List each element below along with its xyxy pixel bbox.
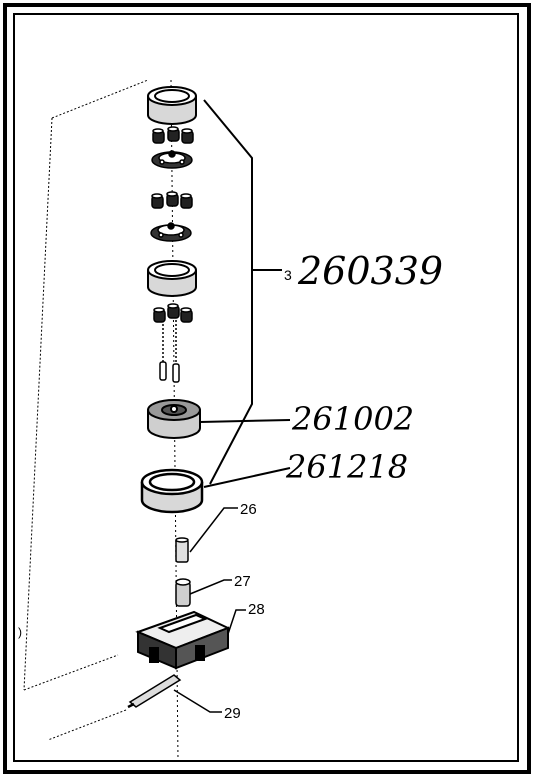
assembly-number-label: 260339 xyxy=(297,249,443,293)
part-26-label: 26 xyxy=(240,501,257,518)
edge-mark: ) xyxy=(18,625,22,639)
outer-border xyxy=(3,3,531,774)
block-28 xyxy=(135,610,231,670)
cage-upper xyxy=(151,150,193,169)
roller-set-upper xyxy=(152,126,194,144)
inner-border xyxy=(13,13,519,762)
part-27-label: 27 xyxy=(234,573,251,590)
hub-261002 xyxy=(147,399,201,439)
part-28-label: 28 xyxy=(248,601,265,618)
pins xyxy=(159,320,180,383)
cage-middle xyxy=(150,222,192,242)
roller-set-middle xyxy=(151,191,193,209)
bushing-27 xyxy=(175,578,191,607)
housing-outline xyxy=(23,79,149,741)
middle-ring xyxy=(147,260,197,297)
pin-26 xyxy=(175,537,189,563)
rod-29 xyxy=(127,674,182,709)
part-261002-label: 261002 xyxy=(291,400,414,438)
top-ring xyxy=(147,86,197,125)
assembly-prefix-label: 3 xyxy=(284,267,292,283)
part-29-label: 29 xyxy=(224,705,241,722)
ring-261218 xyxy=(140,468,204,514)
assembly-bracket xyxy=(203,99,253,485)
part-261218-label: 261218 xyxy=(285,448,408,486)
leader-lines xyxy=(173,99,291,713)
roller-set-lower xyxy=(153,303,193,323)
